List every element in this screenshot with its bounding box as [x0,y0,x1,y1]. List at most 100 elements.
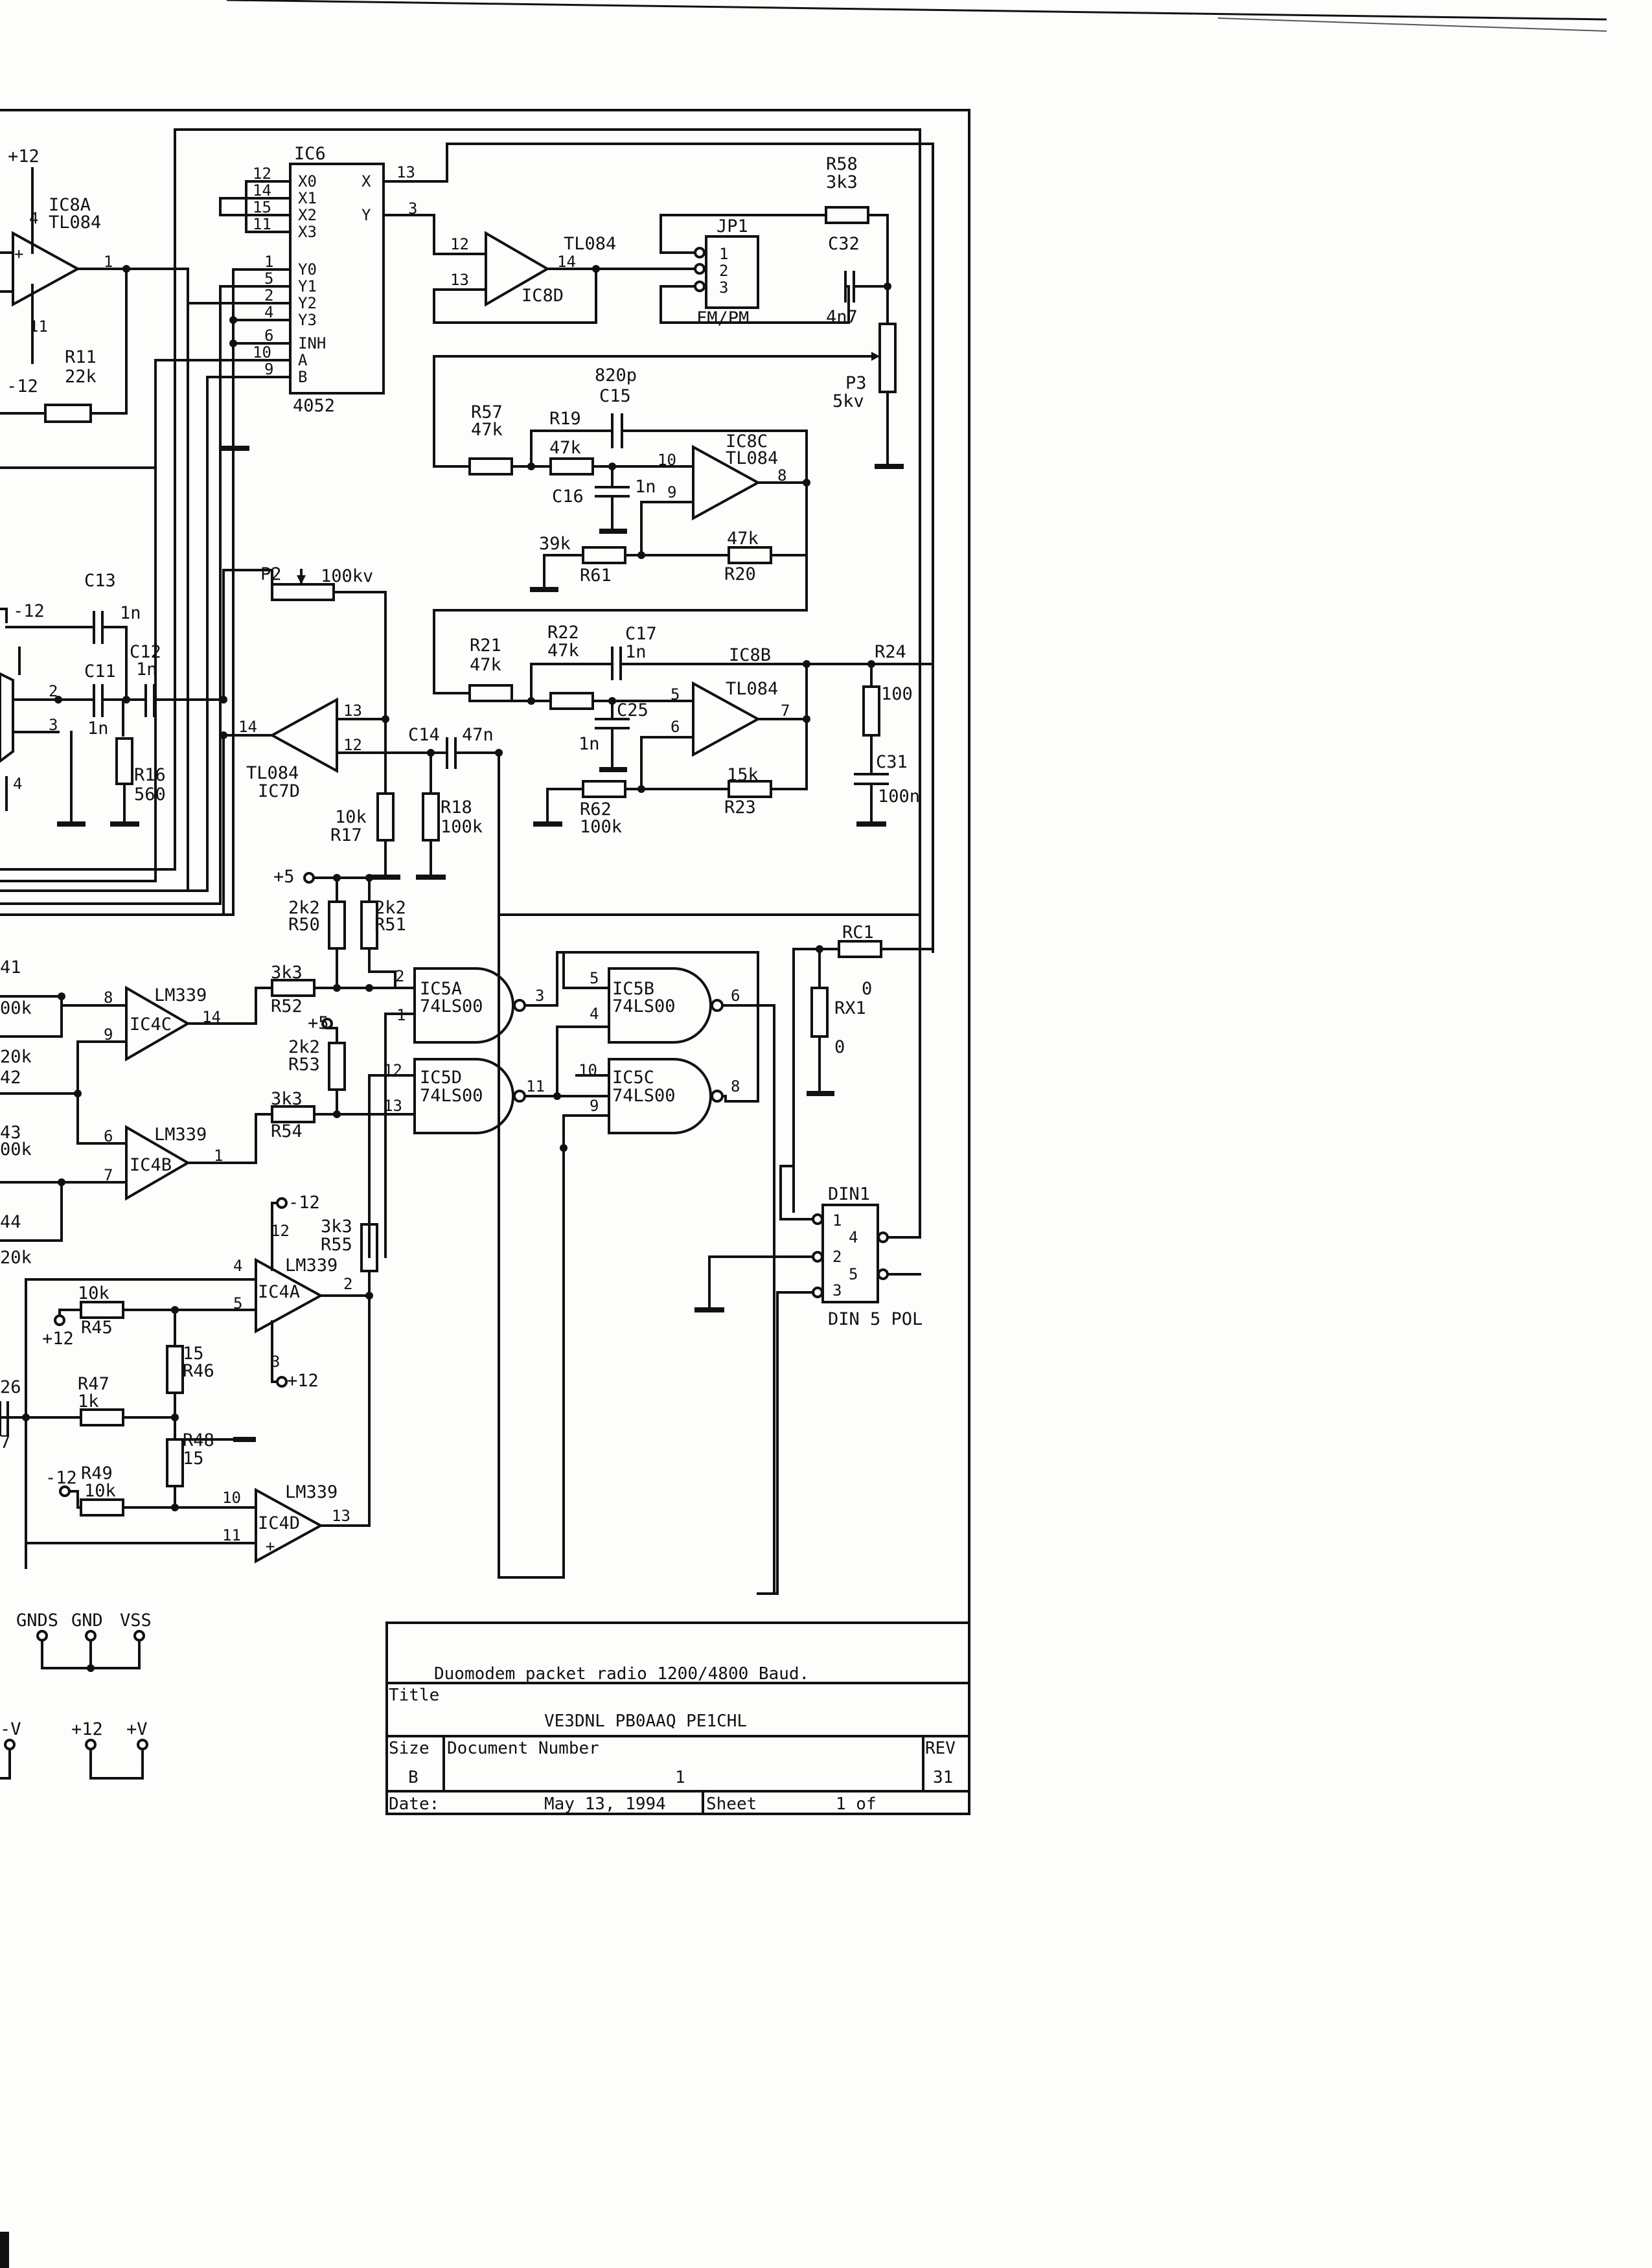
ic5b-part: 74LS00 [612,996,676,1016]
ic6-part: 4052 [293,396,335,416]
p2-potentiometer: P2 100kv [260,564,373,601]
svg-text:560: 560 [134,785,166,805]
rail-p12-d: +12 [71,1719,103,1739]
svg-text:2: 2 [832,1248,842,1266]
r19: R19 47k [549,409,594,475]
svg-text:100: 100 [881,684,913,704]
r24: R24 100 [862,642,913,737]
svg-text:820p: 820p [595,365,637,385]
ic4b-ref: IC4B [130,1155,172,1175]
svg-text:11: 11 [526,1077,545,1095]
svg-text:2k2: 2k2 [374,898,406,918]
svg-text:X3: X3 [298,223,317,241]
svg-text:4: 4 [233,1257,242,1275]
svg-text:9: 9 [590,1097,599,1115]
r62: R62 100k [580,780,626,837]
svg-text:10: 10 [253,343,271,361]
r51: 2k2 R51 [360,898,406,950]
svg-text:1n: 1n [579,734,600,754]
svg-text:11: 11 [253,215,271,233]
svg-text:6: 6 [264,326,273,345]
svg-text:+: + [266,1537,275,1555]
ic8a-ref: IC8A [49,195,91,215]
svg-text:47k: 47k [547,641,579,661]
svg-text:12: 12 [271,1222,290,1240]
ic4d-ref: IC4D [258,1513,300,1533]
svg-text:12: 12 [343,736,362,754]
ic8b-ref: IC8B [729,645,771,665]
rail-p12: +12 [8,146,40,166]
page-top-edge [0,0,1607,2268]
ic5c-part: 74LS00 [612,1086,676,1106]
svg-text:C16: C16 [552,487,584,507]
ic8d-opamp: TL084 IC8D 12 13 14 [433,214,694,324]
r18: R18 100k [422,792,483,842]
svg-text:C25: C25 [617,700,648,720]
svg-text:R58: R58 [826,154,858,174]
svg-text:R47: R47 [78,1374,109,1394]
svg-text:R45: R45 [81,1318,113,1338]
svg-text:3: 3 [832,1281,842,1300]
svg-text:RC1: RC1 [842,922,874,943]
svg-text:1n: 1n [87,718,109,739]
svg-text:6: 6 [671,718,680,736]
svg-text:1: 1 [264,253,273,271]
svg-text:13: 13 [396,163,415,181]
svg-text:R21: R21 [470,636,501,656]
svg-text:B: B [298,368,307,386]
svg-text:3k3: 3k3 [321,1217,352,1237]
c12: C12 1n [130,642,161,717]
svg-text:X2: X2 [298,206,317,224]
svg-text:C31: C31 [876,752,908,772]
ic4d-comparator: LM339 IC4D 10 11 13 + [222,1482,350,1564]
r53: 2k2 R53 [288,1037,346,1091]
svg-text:10: 10 [222,1489,241,1507]
svg-text:3: 3 [535,987,544,1005]
svg-text:VSS: VSS [120,1610,152,1631]
ic8a-part: TL084 [49,212,101,233]
r58: R58 3k3 [825,154,869,224]
svg-text:R16: R16 [134,765,166,785]
svg-text:26: 26 [0,1377,21,1397]
ic8c-opamp: IC8C TL084 10 9 8 [658,431,786,521]
svg-text:15: 15 [183,1449,204,1469]
docnum-value: 1 [675,1768,685,1787]
svg-text:C17: C17 [625,624,657,644]
svg-text:1n: 1n [136,659,157,680]
svg-text:22k: 22k [65,367,97,387]
ic4b-part: LM339 [154,1125,207,1145]
svg-text:1: 1 [396,1006,406,1024]
svg-text:FM/PM: FM/PM [696,308,749,328]
svg-text:1: 1 [214,1147,223,1165]
r47: R47 1k [78,1374,124,1426]
ic4c-comparator: LM339 IC4C 8 9 14 [104,985,221,1062]
svg-text:100kv: 100kv [321,566,373,586]
svg-text:3k3: 3k3 [826,172,858,192]
r11: R11 22k [44,347,97,423]
svg-text:C32: C32 [828,234,860,254]
sheet-value: 1 of [836,1794,877,1814]
svg-text:X1: X1 [298,189,317,207]
svg-text:RX1: RX1 [834,998,866,1018]
svg-text:C12: C12 [130,642,161,662]
ic5d-nand: IC5D 74LS00 12 13 11 [384,1058,545,1134]
sheet-label: Sheet [706,1794,757,1814]
svg-text:00k: 00k [0,1140,32,1160]
svg-text:5kv: 5kv [832,391,864,411]
svg-text:47k: 47k [549,438,581,458]
svg-text:DIN 5 POL: DIN 5 POL [828,1309,923,1329]
c13: C13 [84,571,116,591]
svg-text:14: 14 [253,181,271,200]
c32: C32 4n7 [826,234,860,327]
svg-text:5: 5 [233,1294,242,1312]
title-project: Duomodem packet radio 1200/4800 Baud. [434,1664,809,1684]
svg-text:0: 0 [862,979,872,999]
rail-p12-c: +12 [42,1329,74,1349]
svg-text:5: 5 [264,269,273,288]
title-block: Duomodem packet radio 1200/4800 Baud. Ti… [385,1621,970,1815]
rail-m12-b: -12 [13,601,45,621]
rx1: RX1 0 0 [810,979,872,1057]
svg-text:6: 6 [731,987,740,1005]
svg-text:2: 2 [264,286,273,304]
r20: 47k R20 [724,529,772,584]
